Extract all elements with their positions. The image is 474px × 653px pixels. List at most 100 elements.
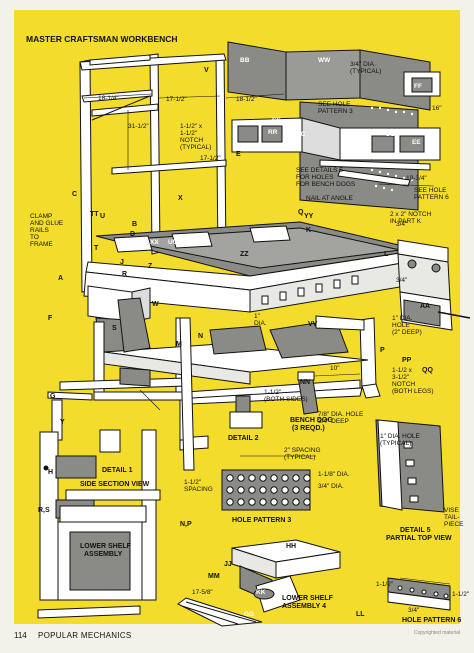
dim-2x2-notch: 2 x 2" NOTCH: [390, 211, 432, 218]
hole: [292, 498, 300, 506]
label-detail-1: DETAIL 1: [102, 467, 133, 474]
hole: [303, 486, 311, 494]
part-label-n: N: [198, 333, 203, 340]
detail-5: [375, 419, 445, 513]
label-assembly-4: ASSEMBLY 4: [282, 603, 326, 610]
dim-1-1-2s: 1-1/2": [452, 591, 470, 598]
part-label-rr: RR: [268, 129, 278, 136]
part-label-cc: CC: [296, 131, 306, 138]
lower-shelf-assembly-4: [177, 539, 341, 627]
part-label-ww: WW: [318, 57, 331, 64]
hole: [259, 498, 267, 506]
label-for-holes: FOR HOLES: [296, 174, 334, 181]
dim-16: 16": [432, 105, 442, 112]
label-pattern-6: PATTERN 6: [414, 194, 449, 201]
part-label-dd: DD: [386, 131, 396, 138]
label-detail-2: DETAIL 2: [228, 435, 259, 442]
label-nail-angle: NAIL AT ANGLE: [306, 195, 354, 202]
part-label-y: Y: [60, 419, 65, 426]
dim-1-1-2x: 1-1/2" x: [180, 123, 203, 130]
label-vise: VISE: [444, 507, 459, 514]
part-label-mm: MM: [208, 573, 220, 580]
rear-left-post: [149, 53, 161, 255]
hole: [248, 474, 256, 482]
part-label-s: S: [112, 325, 117, 332]
part-label-j: J: [120, 259, 124, 266]
part-label-gg: GG: [244, 611, 254, 618]
label-pattern-3: PATTERN 3: [318, 108, 353, 115]
part-label-g: G: [50, 393, 56, 400]
part-label-z: Z: [148, 263, 153, 270]
part-label-nn: NN: [300, 379, 310, 386]
label-lower-shelf: LOWER SHELF: [80, 543, 132, 550]
part-label-ff: FF: [414, 83, 422, 90]
label-hole-pattern-3: HOLE PATTERN 3: [232, 517, 291, 524]
label-rails: RAILS: [30, 227, 49, 234]
dim-19-3-4: 19-3/4": [406, 175, 427, 182]
dim-17-1-2: 17-1/2": [166, 96, 187, 103]
label-detail-5: DETAIL 5: [400, 527, 431, 534]
part-label-e: E: [236, 151, 241, 158]
hole: [281, 486, 289, 494]
dim-hole: HOLE: [392, 322, 410, 329]
dim-1: 1": [254, 313, 261, 320]
hole: [226, 474, 234, 482]
label-see-details-5: SEE DETAILS 5: [296, 167, 343, 174]
dim-1-1-2-sp: 1-1/2": [184, 479, 202, 486]
page-footer: 114 POPULAR MECHANICS Copyrighted materi…: [14, 628, 460, 644]
label-partial-top: PARTIAL TOP VIEW: [386, 535, 452, 542]
part-label-c: C: [72, 191, 77, 198]
annotation-labels: DETAIL 1 DETAIL 2 DETAIL 5 PARTIAL TOP V…: [30, 101, 464, 624]
dim-1-dia-hole: 1" DIA. HOLE: [380, 433, 421, 440]
part-label-q: Q: [298, 209, 304, 216]
dim-3-4-dia-b: 3/4" DIA.: [318, 483, 344, 490]
label-to: TO: [30, 234, 39, 241]
lower-frame: [47, 297, 381, 471]
part-label-u: U: [100, 213, 105, 220]
dim-1-1-2r: 1-1/2": [376, 581, 394, 588]
part-label-b: B: [132, 221, 137, 228]
hole: [270, 498, 278, 506]
label-piece: PIECE: [444, 521, 464, 528]
label-and-glue: AND GLUE: [30, 220, 64, 227]
part-label-r: R: [122, 271, 127, 278]
hole-pattern-6: [387, 577, 451, 611]
hole: [292, 474, 300, 482]
part-label-hh: HH: [286, 543, 296, 550]
dim-1-1-2-both: 1-1/2": [264, 389, 282, 396]
hole: [259, 486, 267, 494]
dim-2-spacing-typ: (TYPICAL): [284, 454, 315, 461]
dim-3-4-typical: (TYPICAL): [350, 68, 381, 75]
dim-1-1-2-x: 1-1/2 x: [392, 367, 413, 374]
hole: [270, 474, 278, 482]
part-label-bb: BB: [240, 57, 250, 64]
magazine-name: POPULAR MECHANICS: [38, 631, 132, 640]
dim-2-spacing: 2" SPACING: [284, 447, 321, 454]
hole: [259, 474, 267, 482]
dim-3-4a: 3/4": [396, 221, 408, 228]
part-label-xx: XX: [150, 239, 159, 246]
dim-1-dia: 1" DIA.: [392, 315, 413, 322]
hole: [226, 498, 234, 506]
label-side-section: SIDE SECTION VIEW: [80, 481, 150, 488]
dim-dia: DIA.: [254, 320, 267, 327]
part-label-k: K: [306, 227, 311, 234]
hole: [237, 498, 245, 506]
part-label-pp: PP: [402, 357, 412, 364]
dim-17-1-2b: 17-1/2": [200, 155, 221, 162]
copyright-note: Copyrighted material: [413, 630, 460, 636]
dim-both-sides: (BOTH SIDES): [264, 396, 308, 403]
dim-17-5-8: 17-5/8": [192, 589, 213, 596]
dim-in-part-k: IN PART K: [390, 218, 422, 225]
part-label-vv: VV: [308, 321, 318, 328]
page-number: 114: [14, 631, 27, 640]
dimension-labels: 18-1/4" 17-1/2" 18-1/2" 31-1/2" 1-1/2" x…: [98, 61, 470, 614]
part-label-ee: EE: [412, 139, 421, 146]
label-frame: FRAME: [30, 241, 53, 248]
dim-notch: NOTCH: [180, 137, 203, 144]
hole: [226, 486, 234, 494]
dim-3-4-bottom: 3/4": [408, 607, 420, 614]
